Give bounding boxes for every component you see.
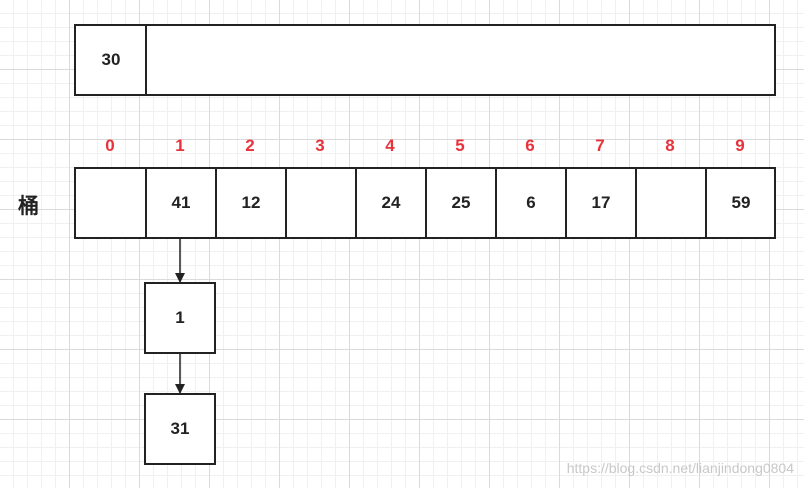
watermark: https://blog.csdn.net/lianjindong0804 [566,460,794,476]
chain-node-1: 1 [144,282,216,354]
top-array-cell-0: 30 [101,50,121,69]
bucket-index-5: 5 [455,136,465,155]
chain-node-2-value: 31 [170,419,190,438]
bucket-array: 41 12 24 25 6 17 59 [74,167,776,239]
chain-node-2: 31 [144,393,216,465]
bucket-index-1: 1 [175,136,185,155]
top-array-divider [145,26,147,94]
bucket-divider-7 [565,169,567,237]
bucket-label: 桶 [18,194,39,218]
bucket-divider-6 [495,169,497,237]
bucket-divider-5 [425,169,427,237]
bucket-cell-9: 59 [731,193,751,212]
bucket-divider-8 [635,169,637,237]
bucket-cell-2: 12 [241,193,261,212]
bucket-index-6: 6 [525,136,535,155]
bucket-index-9: 9 [735,136,745,155]
bucket-cell-5: 25 [451,193,471,212]
bucket-divider-1 [145,169,147,237]
bucket-cell-6: 6 [526,193,536,212]
bucket-index-7: 7 [595,136,605,155]
top-array: 30 [74,24,776,96]
bucket-index-8: 8 [665,136,675,155]
bucket-divider-4 [355,169,357,237]
bucket-index-3: 3 [315,136,325,155]
bucket-index-2: 2 [245,136,255,155]
bucket-index-4: 4 [385,136,395,155]
chain-node-1-value: 1 [175,308,185,327]
bucket-index-0: 0 [105,136,115,155]
bucket-divider-9 [705,169,707,237]
bucket-divider-3 [285,169,287,237]
bucket-cell-7: 17 [591,193,611,212]
bucket-cell-1: 41 [171,193,191,212]
bucket-cell-4: 24 [381,193,401,212]
bucket-divider-2 [215,169,217,237]
